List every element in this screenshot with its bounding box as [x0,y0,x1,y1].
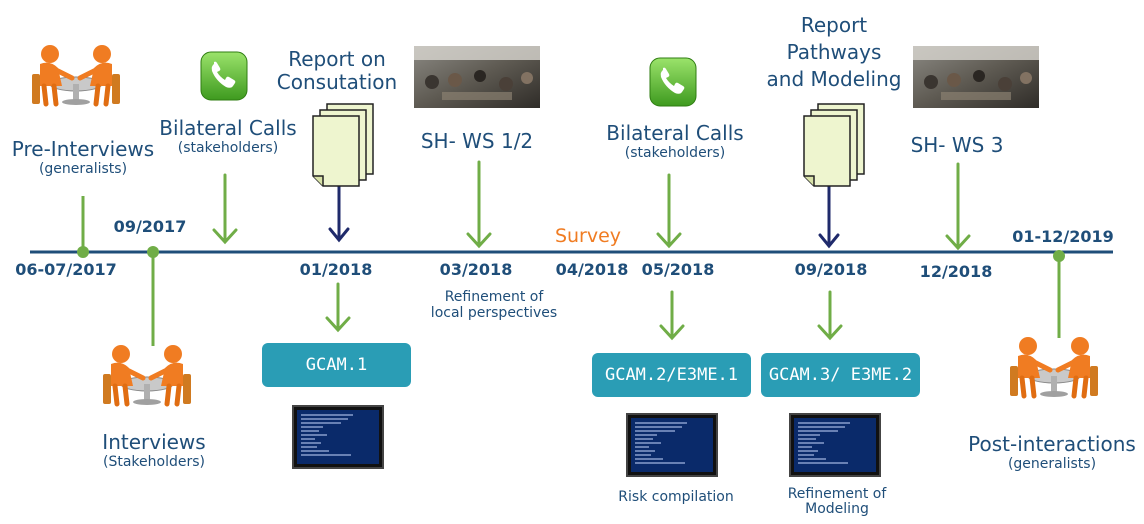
bilateral-calls-2-sub: (stakeholders) [624,145,726,161]
bilateral-calls-2-arrow [656,173,682,249]
model-box-gcam3: GCAM.3/ E3ME.2 [761,353,920,397]
phone-icon [649,57,697,107]
model-code-screenshot [292,405,384,469]
report-pathways-arrow [818,182,840,249]
risk-compilation-note: Risk compilation [618,489,734,505]
pre-interviews-marker [77,196,89,258]
post-interactions-marker [1053,250,1065,338]
workshop-photo [913,46,1039,108]
report-consultation-line2: Consutation [276,70,398,94]
date-label: 09/2018 [794,260,868,279]
survey-label: Survey [554,225,622,247]
report-document-icon [803,103,865,187]
report-consultation-line1: Report on [288,47,386,71]
bilateral-calls-1-arrow [212,173,238,245]
refinement-modeling-note: Refinement of Modeling [787,486,887,518]
refinement-modeling-line1: Refinement of [787,486,887,502]
interviews-marker [147,246,159,346]
report-pathways-line1: Report [800,13,868,37]
date-label: 06-07/2017 [15,260,117,279]
post-interactions-title: Post-interactions [968,432,1136,456]
model-code-screenshot [626,413,718,477]
sh-ws-12-label: SH- WS 1/2 [420,129,534,153]
phone-icon [200,51,248,101]
refinement-local-note: Refinement of local perspectives [431,289,557,321]
people-meeting-icon [103,345,191,405]
report-consultation-label: Report on Consutation [277,48,397,94]
sh-ws-3-arrow [945,162,971,251]
pre-interviews-sub: (generalists) [38,161,128,177]
report-pathways-line3: and Modeling [766,67,902,91]
bilateral-calls-1-label: Bilateral Calls (stakeholders) [159,116,297,157]
bilateral-calls-2-title: Bilateral Calls [606,121,744,145]
interviews-label: Interviews (Stakeholders) [102,430,206,471]
model-box-gcam2: GCAM.2/E3ME.1 [592,353,751,397]
post-interactions-sub: (generalists) [1007,456,1097,472]
refinement-local-line1: Refinement of [444,289,544,305]
pre-interviews-label: Pre-Interviews (generalists) [11,137,155,178]
people-meeting-icon [1010,337,1098,397]
workshop-photo [414,46,540,108]
date-label: 05/2018 [641,260,715,279]
post-interactions-label: Post-interactions (generalists) [968,432,1136,473]
people-meeting-icon [32,45,120,105]
bilateral-calls-1-sub: (stakeholders) [177,140,279,156]
sh-ws-3-label: SH- WS 3 [910,133,1004,157]
date-label: 09/2017 [113,217,187,236]
report-pathways-label: Report Pathways and Modeling [767,12,902,93]
gcam3-arrow [817,290,843,341]
sh-ws-12-arrow [466,160,492,249]
bilateral-calls-1-title: Bilateral Calls [159,116,297,140]
date-label: 01/2018 [299,260,373,279]
report-pathways-line2: Pathways [786,40,882,64]
model-code-screenshot [789,413,881,477]
model-box-gcam1: GCAM.1 [262,343,411,387]
gcam1-arrow [325,282,351,333]
gcam2-arrow [659,290,685,341]
bilateral-calls-2-label: Bilateral Calls (stakeholders) [606,121,744,162]
date-label: 04/2018 [555,260,629,279]
pre-interviews-title: Pre-Interviews [11,137,155,161]
date-label: 12/2018 [919,262,993,281]
date-label: 01-12/2019 [1012,227,1114,246]
refinement-modeling-line2: Modeling [805,501,869,518]
refinement-local-line2: local perspectives [430,305,558,322]
report-consultation-arrow [328,182,350,243]
interviews-sub: (Stakeholders) [103,454,205,470]
date-label: 03/2018 [439,260,513,279]
report-document-icon [312,103,374,187]
interviews-title: Interviews [102,430,206,454]
